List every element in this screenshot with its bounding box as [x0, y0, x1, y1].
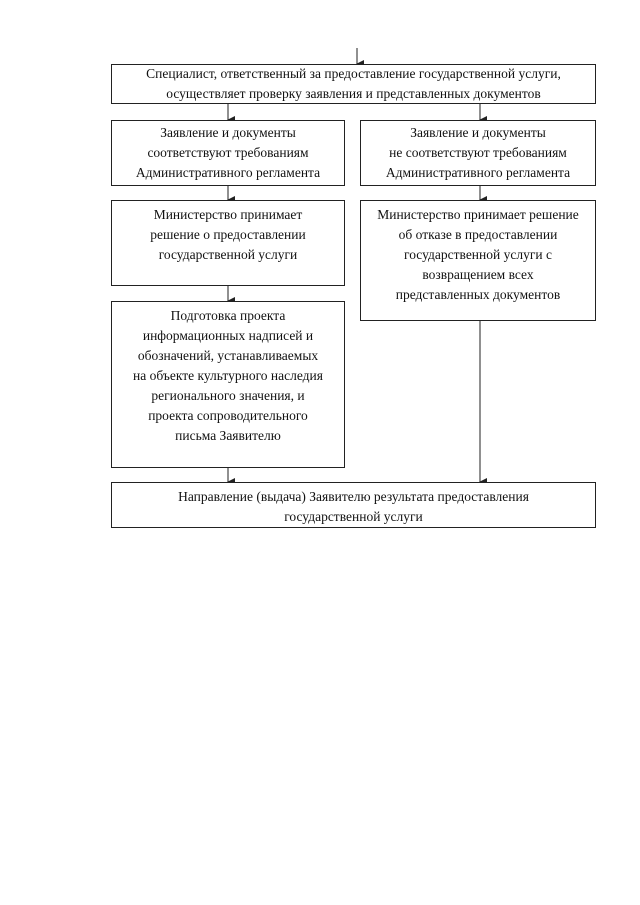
- node-result-line-1: Направление (выдача) Заявителю результат…: [178, 489, 529, 504]
- node-result-box: Направление (выдача) Заявителю результат…: [111, 482, 596, 528]
- node-preparation-line-7: письма Заявителю: [175, 428, 281, 443]
- node-decision-grant-line-2: решение о предоставлении: [150, 227, 306, 242]
- node-check-line-2: осуществляет проверку заявления и предст…: [166, 86, 541, 101]
- node-decision-grant-line-3: государственной услуги: [158, 247, 298, 262]
- node-preparation-box: Подготовка проекта информационных надпис…: [111, 301, 345, 468]
- node-compliant-box: Заявление и документы соответствуют треб…: [111, 120, 345, 186]
- node-preparation-line-6: проекта сопроводительного: [148, 408, 308, 423]
- node-noncompliant-line-1: Заявление и документы: [410, 125, 546, 140]
- node-check-line-1: Специалист, ответственный за предоставле…: [146, 66, 561, 81]
- node-decision-refuse-line-2: об отказе в предоставлении: [398, 227, 558, 242]
- node-preparation-line-2: информационных надписей и: [142, 328, 314, 343]
- node-decision-refuse-line-4: возвращением всех: [422, 267, 534, 282]
- node-preparation-line-3: обозначений, устанавливаемых: [137, 348, 319, 363]
- node-decision-refuse-box: Министерство принимает решение об отказе…: [360, 200, 596, 321]
- node-decision-grant-box: Министерство принимает решение о предост…: [111, 200, 345, 286]
- node-compliant-line-2: соответствуют требованиям: [147, 145, 309, 160]
- node-compliant-line-1: Заявление и документы: [160, 125, 296, 140]
- node-noncompliant-line-3: Административного регламента: [385, 165, 571, 180]
- node-compliant-line-3: Административного регламента: [135, 165, 321, 180]
- node-preparation-line-5: регионального значения, и: [151, 388, 305, 403]
- node-decision-refuse-line-1: Министерство принимает решение: [377, 207, 579, 222]
- node-preparation-line-1: Подготовка проекта: [170, 308, 286, 323]
- node-noncompliant-line-2: не соответствуют требованиям: [389, 145, 567, 160]
- node-decision-refuse-line-5: представленных документов: [395, 287, 561, 302]
- node-noncompliant-box: Заявление и документы не соответствуют т…: [360, 120, 596, 186]
- node-decision-refuse-line-3: государственной услуги с: [404, 247, 552, 262]
- node-decision-grant-line-1: Министерство принимает: [153, 207, 303, 222]
- node-preparation-line-4: на объекте культурного наследия: [133, 368, 323, 383]
- node-result-line-2: государственной услуги: [284, 509, 423, 524]
- node-check-box: Специалист, ответственный за предоставле…: [111, 64, 596, 104]
